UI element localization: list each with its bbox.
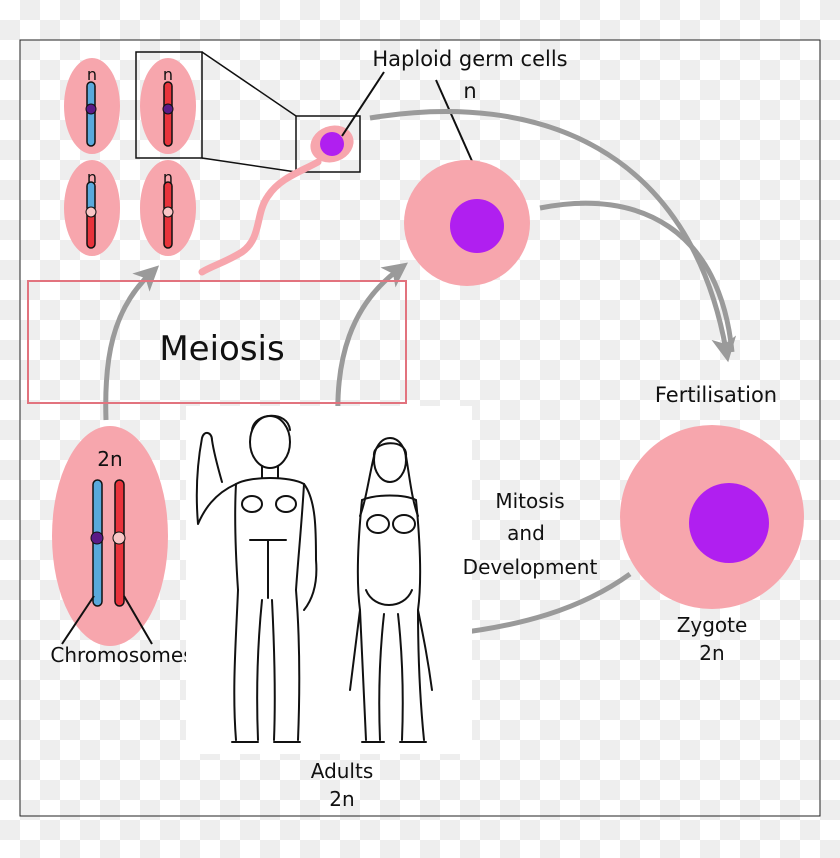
label-leader-line: [435, 79, 477, 171]
male-figure-icon: [195, 414, 318, 743]
haploid-germ-cells-label: Haploid germ cells: [372, 47, 567, 71]
fertilisation-label: Fertilisation: [655, 383, 777, 407]
chromosome-leader-line: [61, 595, 95, 645]
zoom-connector-line: [201, 51, 297, 117]
gamete-cell: n: [140, 58, 196, 154]
adults-ploidy-label: 2n: [329, 787, 354, 811]
gamete-ploidy-label: n: [163, 65, 173, 84]
gamete-ploidy-label: n: [87, 168, 97, 187]
zoom-inset-box: [135, 51, 203, 159]
sperm-icon: [198, 125, 354, 276]
mitosis-label-line1: Mitosis: [495, 489, 564, 513]
adults-panel: [186, 406, 472, 754]
meiosis-label: Meiosis: [159, 329, 284, 369]
gamete-cell: n: [140, 160, 196, 256]
egg-cell-icon: [404, 160, 530, 286]
arrow-egg-to-zygote: [539, 200, 735, 353]
arrow-sperm-to-zygote: [369, 109, 737, 363]
chromosomes-label: Chromosomes: [50, 643, 193, 667]
zygote-label: Zygote: [677, 613, 748, 637]
arrow-meiosis-female: [335, 262, 408, 421]
gamete-ploidy-label: n: [87, 65, 97, 84]
arrow-mitosis-development: [437, 571, 632, 645]
diploid-cell: 2n: [52, 426, 168, 646]
adults-label: Adults: [311, 759, 374, 783]
zygote-icon: [620, 425, 804, 609]
gamete-cell: n: [64, 58, 120, 154]
haploid-ploidy-label: n: [463, 79, 476, 103]
mitosis-label-line3: Development: [463, 555, 598, 579]
female-figure-icon: [349, 437, 433, 743]
meiosis-box: [27, 280, 407, 404]
chromosome-leader-line: [123, 595, 153, 645]
diploid-ploidy-label: 2n: [97, 447, 122, 471]
mitosis-label-line2: and: [507, 521, 545, 545]
gamete-ploidy-label: n: [163, 168, 173, 187]
zygote-ploidy-label: 2n: [699, 641, 724, 665]
label-leader-line: [341, 71, 385, 137]
gamete-cell: n: [64, 160, 120, 256]
sperm-zoom-box: [295, 115, 361, 173]
arrow-meiosis-male: [103, 265, 160, 421]
diagram-frame: [19, 39, 821, 817]
zoom-connector-line: [201, 157, 297, 173]
